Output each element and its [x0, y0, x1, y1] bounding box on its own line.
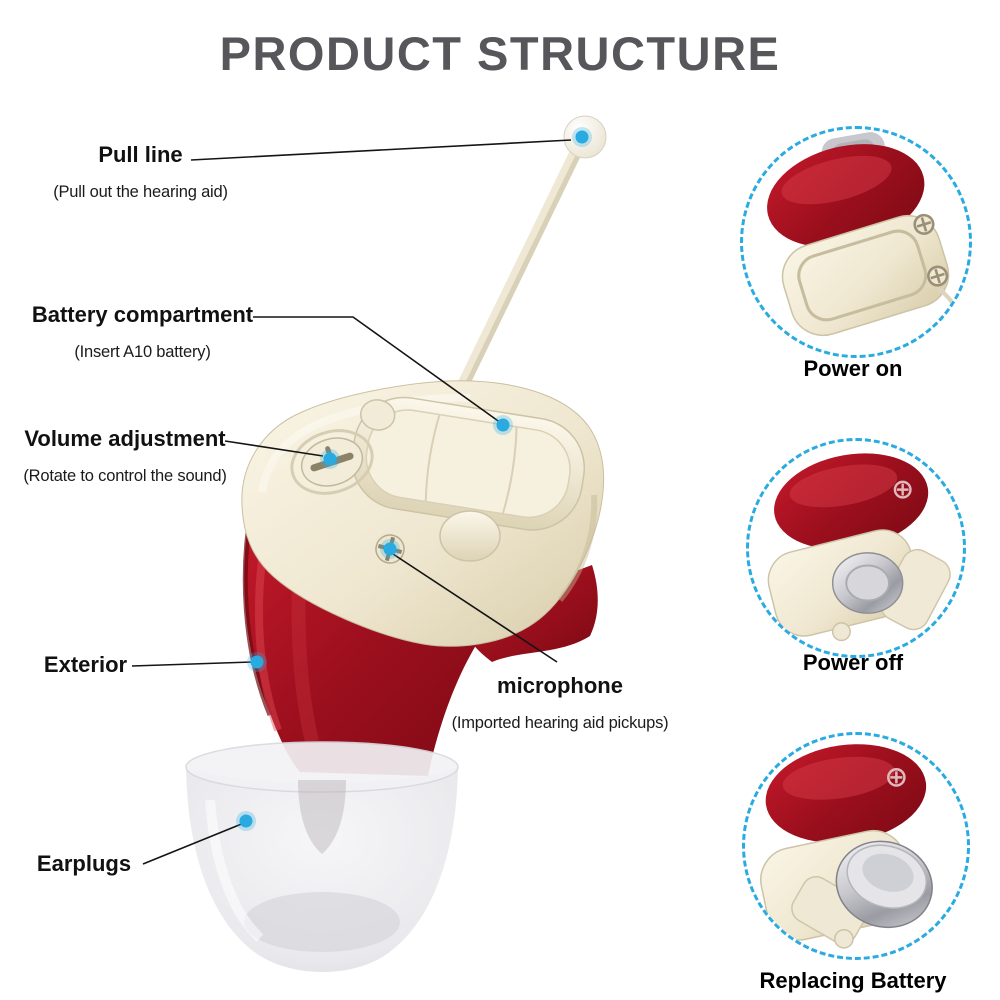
callout-label: Earplugs [36, 851, 132, 876]
callout-label: Exterior [43, 652, 128, 677]
inset-power-off-art [767, 453, 951, 642]
callout-exterior: Exterior [38, 652, 133, 678]
inset-caption-power-off: Power off [802, 650, 904, 675]
inset-replacing-battery-art [760, 744, 933, 949]
callout-label: Pull line [98, 142, 183, 167]
callout-sublabel: (Imported hearing aid pickups) [451, 714, 669, 732]
inset-caption-replacing-battery: Replacing Battery [759, 968, 947, 993]
hinge-knob [831, 622, 851, 642]
callout-lines [131, 139, 572, 865]
faceplate-closeup [781, 213, 950, 337]
callout-sublabel: (Rotate to control the sound) [23, 467, 227, 485]
inset-replacing-battery [742, 732, 970, 960]
callout-battery-compartment: Battery compartment (Insert A10 battery) [20, 302, 265, 362]
callout-pull-line: Pull line (Pull out the hearing aid) [18, 142, 263, 202]
pull-line-wire [936, 286, 962, 350]
callout-earplugs: Earplugs [28, 851, 140, 877]
callout-dots [236, 127, 592, 831]
screw-icon [913, 213, 935, 235]
callout-sublabel: (Insert A10 battery) [74, 343, 211, 361]
lid-hinge-knob [439, 510, 501, 562]
page-title: PRODUCT STRUCTURE [219, 27, 781, 80]
pull-line [446, 115, 607, 414]
battery [835, 840, 933, 929]
callout-sublabel: (Pull out the hearing aid) [53, 183, 228, 201]
earplug [185, 741, 459, 972]
callout-label: microphone [497, 673, 623, 698]
callout-label: Volume adjustment [24, 426, 226, 451]
red-shell [765, 744, 927, 843]
inset-power-on-art [767, 132, 962, 350]
inset-caption-power-on: Power on [803, 356, 903, 381]
callout-volume-adjustment: Volume adjustment (Rotate to control the… [0, 426, 250, 486]
hinge-knob [834, 928, 854, 949]
red-shell [774, 453, 929, 550]
screw-icon [893, 480, 912, 499]
screw-icon [887, 768, 906, 787]
battery [831, 552, 904, 614]
inset-power-on [740, 126, 972, 358]
inset-power-off [746, 438, 966, 658]
screw-icon [927, 265, 949, 287]
callout-microphone: microphone (Imported hearing aid pickups… [430, 673, 690, 733]
callout-label: Battery compartment [31, 302, 254, 327]
